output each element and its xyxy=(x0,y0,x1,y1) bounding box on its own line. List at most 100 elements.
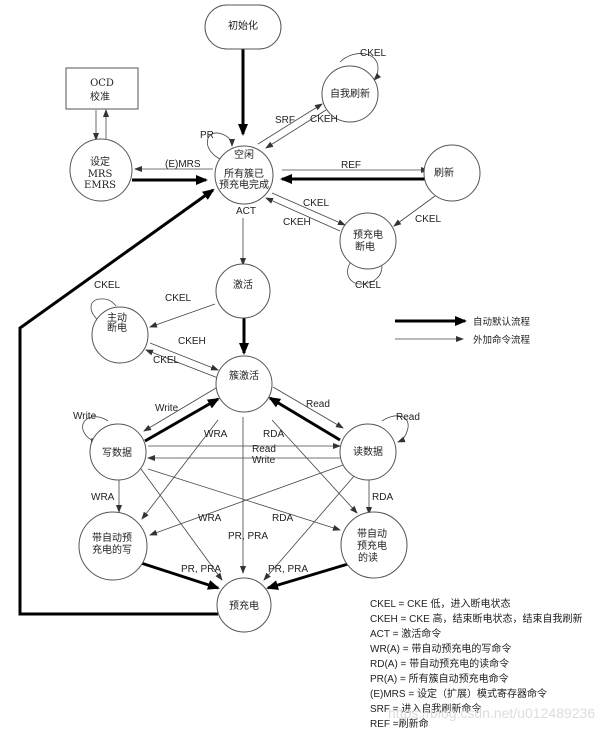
edge-write-rap xyxy=(147,468,341,531)
node-self-refresh-label: 自我刷新 xyxy=(330,87,370,100)
label-ckel-act-apd: CKEL xyxy=(165,293,192,304)
node-self-refresh: 自我刷新 xyxy=(321,65,379,123)
edge-bank-apd xyxy=(145,349,219,379)
label-pr-pra-center: PR, PRA xyxy=(228,531,268,542)
loop-selfref-ckel xyxy=(339,53,382,81)
edge-rap-pre xyxy=(266,562,349,590)
definition-item: CKEL = CKE 低，进入断电状态 xyxy=(370,597,511,610)
node-read-label: 读数据 xyxy=(353,445,383,458)
edge-read-pre xyxy=(263,474,356,581)
node-mrs-label-3: EMRS xyxy=(84,180,116,191)
node-bank-active: 簇激活 xyxy=(215,355,273,413)
label-emrs: (E)MRS xyxy=(165,159,201,170)
node-mrs-label-2: MRS xyxy=(88,169,113,180)
label-ckeh-sr: CKEH xyxy=(310,114,338,125)
edge-bank-wap xyxy=(141,419,219,520)
label-rda-ba: RDA xyxy=(263,429,284,440)
node-ocd: OCD 校准 xyxy=(65,67,139,110)
node-bank-active-label: 簇激活 xyxy=(229,369,259,382)
definition-item: ACT = 激活命令 xyxy=(370,627,441,640)
label-ckeh-apd-ba: CKEH xyxy=(178,336,206,347)
node-ppd-label-2: 断电 xyxy=(355,240,375,253)
edge-activating-apd xyxy=(149,303,216,328)
watermark: https://blog.csdn.net/u012489236 xyxy=(388,705,595,721)
node-rap-label-2: 预充电 xyxy=(357,539,387,552)
node-ocd-label-2: 校准 xyxy=(90,90,110,103)
label-rda-cross: RDA xyxy=(272,513,293,524)
label-pr-pra-left: PR, PRA xyxy=(181,564,221,575)
edge-pre-idle xyxy=(18,188,218,616)
legend: 自动默认流程 外加命令流程 xyxy=(395,316,531,346)
edge-selfref-idle xyxy=(265,109,327,149)
edge-bank-write xyxy=(143,387,217,432)
node-refresh-label: 刷新 xyxy=(434,166,454,179)
label-read-wr-rd: Read xyxy=(252,444,276,455)
label-ckeh-ppd-idle: CKEH xyxy=(283,217,311,228)
label-pr-pra-right: PR, PRA xyxy=(268,564,308,575)
label-ckel-ppd-loop: CKEL xyxy=(355,280,382,291)
node-ocd-label-1: OCD xyxy=(90,78,114,89)
edge-ppd-idle xyxy=(265,197,341,232)
label-ckel-ba-apd: CKEL xyxy=(153,355,180,366)
node-write-label: 写数据 xyxy=(102,446,132,459)
node-ppd-label-1: 预充电 xyxy=(353,228,383,241)
node-idle: 空闲 所有簇已 预充电完成 xyxy=(214,145,274,205)
label-ckel-idle-ppd: CKEL xyxy=(303,198,330,209)
definition-item: WR(A) = 带自动预充电的写命令 xyxy=(370,642,511,655)
edge-write-bank xyxy=(144,397,220,443)
edge-idle-selfref xyxy=(257,103,323,145)
definition-item: (E)MRS = 设定（扩展）模式寄存器命令 xyxy=(370,687,547,700)
definition-item: CKEH = CKE 高，结束断电状态，结束自我刷新 xyxy=(370,612,583,625)
edge-bank-read xyxy=(272,386,344,429)
node-init: 初始化 xyxy=(204,4,282,50)
node-precharge-label: 预充电 xyxy=(229,599,259,612)
label-write-ba: Write xyxy=(155,403,179,414)
node-read: 读数据 xyxy=(339,423,397,481)
node-write: 写数据 xyxy=(89,423,147,481)
label-ckel-sr-loop: CKEL xyxy=(360,48,387,59)
label-ckel-ref-ppd: CKEL xyxy=(415,214,442,225)
label-ckel-apd-loop: CKEL xyxy=(94,280,121,291)
node-active-power-down: 主动 断电 xyxy=(91,306,149,364)
loop-apd-ckel xyxy=(90,298,117,323)
edge-bank-rap xyxy=(271,419,358,514)
label-act: ACT xyxy=(236,206,256,217)
node-rap-label-1: 带自动 xyxy=(357,527,387,540)
edge-wap-pre xyxy=(140,561,220,590)
node-mrs-label-1: 设定 xyxy=(90,155,110,168)
label-pr: PR xyxy=(200,130,214,141)
node-apd-label-2: 断电 xyxy=(107,321,127,334)
node-apd-label-1: 主动 xyxy=(107,312,127,324)
node-read-autoprecharge: 带自动 预充电 的读 xyxy=(340,511,408,579)
node-mrs: 设定 MRS EMRS xyxy=(69,138,133,202)
node-refresh: 刷新 xyxy=(423,144,481,202)
label-write-loop: Write xyxy=(73,411,97,422)
label-ref: REF xyxy=(341,160,361,171)
edge-write-pre xyxy=(140,468,223,581)
loop-ppd-ckel xyxy=(347,257,383,285)
node-idle-label-3: 预充电完成 xyxy=(219,178,269,191)
edge-apd-bank xyxy=(149,342,219,371)
node-precharge-power-down: 预充电 断电 xyxy=(339,212,397,270)
node-activating: 激活 xyxy=(215,263,271,319)
legend-auto-flow-label: 自动默认流程 xyxy=(473,316,531,328)
node-init-label: 初始化 xyxy=(228,19,258,32)
label-write-rd-wr: Write xyxy=(252,455,276,466)
node-rap-label-3: 的读 xyxy=(358,551,378,564)
node-idle-label-2: 所有簇已 xyxy=(224,167,264,180)
edge-read-bank xyxy=(268,396,341,442)
node-precharge: 预充电 xyxy=(216,577,272,633)
node-wap-label-2: 充电的写 xyxy=(92,543,132,556)
definition-item: REF =刷新命 xyxy=(370,717,429,730)
node-write-autoprecharge: 带自动预 充电的写 xyxy=(78,511,148,581)
label-rda-read: RDA xyxy=(372,492,393,503)
definition-item: RD(A) = 带自动预充电的读命令 xyxy=(370,657,509,670)
edge-refresh-ppd xyxy=(393,195,436,227)
edge-idle-ppd xyxy=(271,192,346,226)
label-wra-ba: WRA xyxy=(204,429,228,440)
label-read-ba: Read xyxy=(306,399,330,410)
node-wap-label-1: 带自动预 xyxy=(92,531,132,544)
loop-idle-pr xyxy=(206,132,235,161)
node-idle-label-1: 空闲 xyxy=(234,148,254,161)
